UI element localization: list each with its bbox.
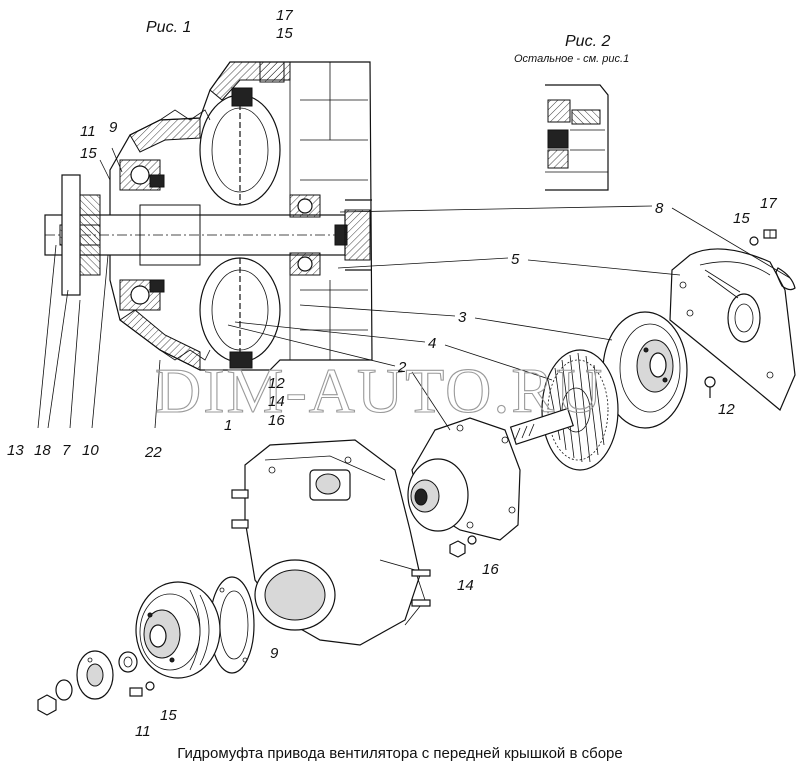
callout-11-left: 11	[80, 123, 96, 140]
callout-7: 7	[62, 442, 71, 459]
callout-3: 3	[458, 309, 467, 326]
callout-2: 2	[397, 359, 407, 376]
callout-12-right: 12	[718, 401, 735, 418]
callout-13: 13	[7, 442, 24, 459]
callout-12-center: 12	[268, 375, 285, 392]
pulley-part-22	[135, 581, 221, 679]
callout-15-top: 15	[276, 25, 293, 42]
runner-disc-part-3	[602, 311, 688, 429]
callout-9-bottom: 9	[270, 645, 279, 662]
washer-part-18	[55, 679, 73, 701]
leader-lines	[37, 147, 791, 431]
callout-15-left: 15	[80, 145, 97, 162]
watermark: DIM-AUTO.RU	[155, 355, 604, 426]
callout-16-center: 16	[268, 412, 285, 429]
bearing-right-lower	[289, 252, 321, 276]
bolt-washer-11-15-bottom	[129, 681, 155, 697]
screw-part-12-right	[704, 376, 716, 398]
callout-15-right: 15	[733, 210, 750, 227]
figure-1-title: Рис. 1	[146, 19, 191, 36]
turbine-wheel-part-4	[509, 349, 619, 471]
nut-part-13	[37, 694, 57, 716]
callout-14-bottom: 14	[457, 577, 474, 594]
callout-14-center: 14	[268, 393, 285, 410]
figure-2-detail-view	[545, 84, 609, 191]
nut-washer-14-16	[449, 535, 477, 558]
front-cover-part-5	[669, 248, 796, 411]
callout-1: 1	[224, 417, 232, 434]
callout-17-right: 17	[760, 195, 777, 212]
callout-22: 22	[144, 444, 162, 461]
bushing-part-10	[118, 651, 138, 673]
callout-4: 4	[428, 335, 436, 352]
bolt-right-upper	[749, 229, 777, 246]
callout-16-bottom: 16	[482, 561, 499, 578]
figure-2-note: Остальное - см. рис.1	[514, 53, 629, 65]
callout-18: 18	[34, 442, 51, 459]
callout-labels: 17 15 11 9 15 8 5 3 4 2 15 17 12 14 16 1…	[7, 7, 777, 740]
callout-8: 8	[655, 200, 664, 217]
callout-9-left: 9	[109, 119, 118, 136]
coupling-housing-part-1	[231, 439, 431, 646]
callout-15-bottom: 15	[160, 707, 177, 724]
pump-housing-part-2	[407, 417, 521, 541]
callout-10: 10	[82, 442, 99, 459]
callout-17-top: 17	[276, 7, 293, 24]
bearing-right-upper	[289, 194, 321, 218]
callout-5: 5	[511, 251, 520, 268]
diagram-caption: Гидромуфта привода вентилятора с передне…	[177, 745, 623, 762]
flange-part-7	[76, 650, 114, 700]
figure-2-title: Рис. 2	[565, 33, 610, 50]
callout-11-bottom: 11	[135, 723, 151, 740]
figure-1-section-view	[44, 61, 373, 371]
